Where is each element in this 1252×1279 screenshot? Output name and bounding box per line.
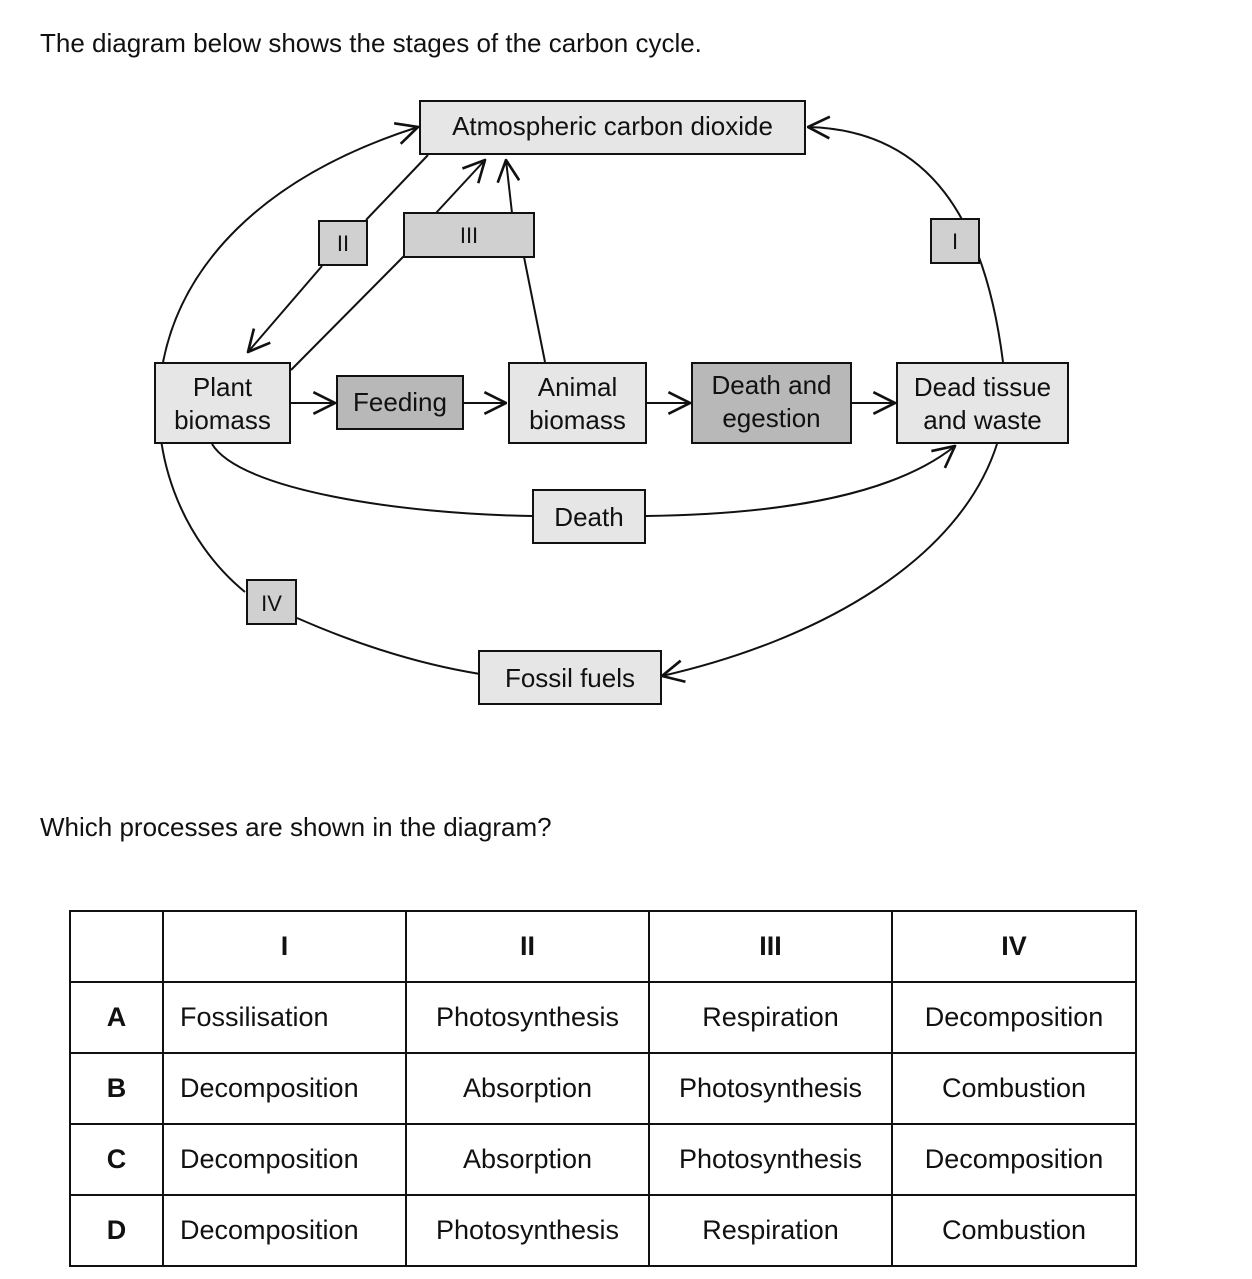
- option-cell-iv: Combustion: [891, 1052, 1137, 1125]
- option-cell-iii: Respiration: [648, 1194, 893, 1267]
- process-label-i: I: [930, 218, 980, 264]
- svg-text:I: I: [952, 229, 958, 254]
- feeding-label: Feeding: [353, 387, 447, 417]
- connector-iv-to-fossil-fuels: [296, 617, 481, 675]
- svg-text:II: II: [337, 231, 349, 256]
- fossil-fuels-label: Fossil fuels: [505, 663, 635, 693]
- node-dead-tissue-and-waste: Dead tissue and waste: [896, 362, 1069, 444]
- svg-text:IV: IV: [261, 591, 282, 616]
- connector-plant-to-iii: [290, 255, 405, 371]
- node-death-and-egestion: Death and egestion: [691, 362, 852, 444]
- question-prompt: Which processes are shown in the diagram…: [40, 812, 552, 842]
- process-label-ii: II: [318, 220, 368, 266]
- death-label: Death: [554, 502, 623, 532]
- option-cell-iv: Decomposition: [891, 981, 1137, 1054]
- option-row-b[interactable]: B Decomposition Absorption Photosynthesi…: [69, 1052, 1137, 1125]
- arrow-iii-to-co2: [435, 160, 485, 214]
- header-iv: IV: [891, 910, 1137, 983]
- arrow-dead-tissue-to-fossil-fuels: [662, 443, 998, 676]
- option-cell-iii: Photosynthesis: [648, 1123, 893, 1196]
- death-egestion-line-2: egestion: [722, 403, 820, 433]
- option-letter: C: [69, 1123, 164, 1196]
- arrow-death-to-dead-tissue: [645, 446, 955, 517]
- connector-animal-to-iii: [523, 256, 546, 363]
- header-iii: III: [648, 910, 893, 983]
- option-cell-i: Fossilisation: [162, 981, 407, 1054]
- node-death: Death: [532, 489, 646, 544]
- plant-biomass-line-2: biomass: [174, 405, 271, 435]
- option-row-c[interactable]: C Decomposition Absorption Photosynthesi…: [69, 1123, 1137, 1196]
- arrow-co2-to-ii: [365, 154, 429, 221]
- header-blank: [69, 910, 164, 983]
- option-cell-ii: Photosynthesis: [405, 1194, 650, 1267]
- option-letter: A: [69, 981, 164, 1054]
- node-atmospheric-co2: Atmospheric carbon dioxide: [419, 100, 806, 155]
- header-i: I: [162, 910, 407, 983]
- option-cell-iii: Respiration: [648, 981, 893, 1054]
- option-cell-iii: Photosynthesis: [648, 1052, 893, 1125]
- node-fossil-fuels: Fossil fuels: [478, 650, 662, 705]
- carbon-cycle-diagram: Atmospheric carbon dioxide Plant biomass…: [154, 100, 1069, 705]
- node-plant-biomass: Plant biomass: [154, 362, 291, 444]
- table-header-row: I II III IV: [69, 910, 1137, 983]
- option-row-a[interactable]: A Fossilisation Photosynthesis Respirati…: [69, 981, 1137, 1054]
- atmospheric-co2-label: Atmospheric carbon dioxide: [452, 111, 773, 141]
- arrow-ii-to-plant: [248, 265, 323, 352]
- option-cell-i: Decomposition: [162, 1052, 407, 1125]
- svg-text:III: III: [460, 223, 478, 248]
- connector-plant-to-death: [211, 443, 533, 517]
- process-label-iii: III: [403, 212, 535, 258]
- option-cell-ii: Absorption: [405, 1052, 650, 1125]
- option-cell-ii: Photosynthesis: [405, 981, 650, 1054]
- option-cell-iv: Combustion: [891, 1194, 1137, 1267]
- animal-biomass-line-2: biomass: [529, 405, 626, 435]
- question-intro: The diagram below shows the stages of th…: [40, 28, 702, 58]
- option-letter: D: [69, 1194, 164, 1267]
- option-letter: B: [69, 1052, 164, 1125]
- arrow-combustion-to-co2: [157, 127, 418, 593]
- option-row-d[interactable]: D Decomposition Photosynthesis Respirati…: [69, 1194, 1137, 1267]
- arrow-decomposition-to-co2: [808, 127, 1004, 363]
- plant-biomass-line-1: Plant: [193, 372, 253, 402]
- option-cell-iv: Decomposition: [891, 1123, 1137, 1196]
- option-cell-ii: Absorption: [405, 1123, 650, 1196]
- dead-tissue-line-1: Dead tissue: [914, 372, 1051, 402]
- answer-options-table: I II III IV A Fossilisation Photosynthes…: [69, 910, 1137, 1267]
- option-cell-i: Decomposition: [162, 1123, 407, 1196]
- node-animal-biomass: Animal biomass: [508, 362, 647, 444]
- process-label-iv: IV: [246, 579, 297, 625]
- dead-tissue-line-2: and waste: [923, 405, 1042, 435]
- animal-biomass-line-1: Animal: [538, 372, 617, 402]
- node-feeding: Feeding: [336, 375, 464, 430]
- arrow-iii-up-to-co2: [506, 160, 512, 214]
- death-egestion-line-1: Death and: [712, 370, 832, 400]
- header-ii: II: [405, 910, 650, 983]
- option-cell-i: Decomposition: [162, 1194, 407, 1267]
